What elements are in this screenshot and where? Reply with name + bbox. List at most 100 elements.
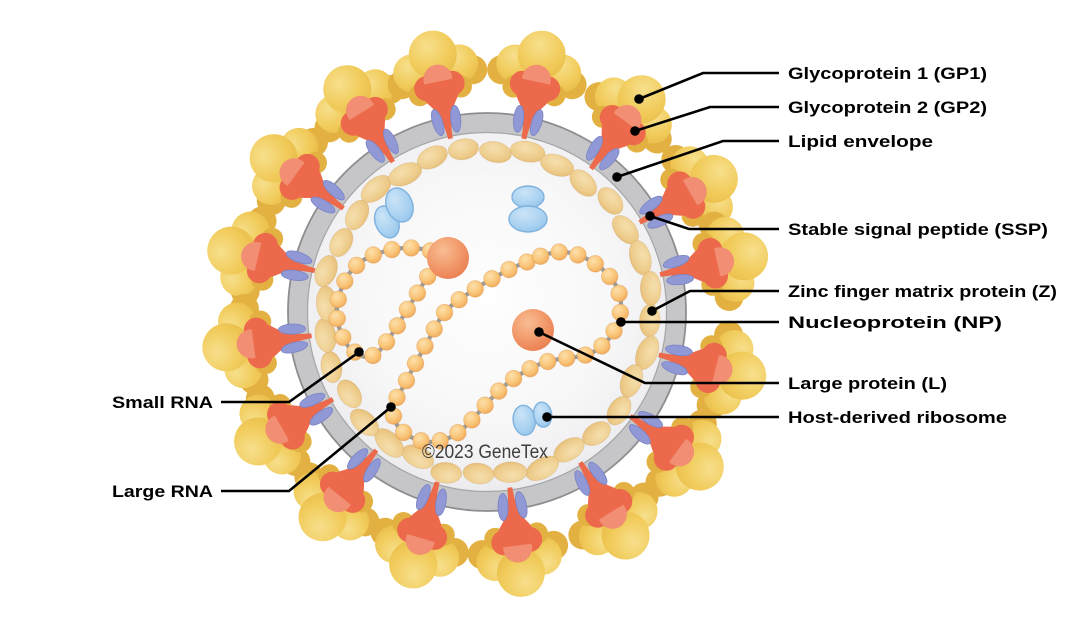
glycoprotein-spike	[659, 211, 769, 311]
ssp-anchor	[647, 213, 674, 229]
np-bead	[476, 396, 494, 415]
np-bead	[394, 423, 413, 442]
leader-lines	[221, 71, 779, 493]
leader-line-gp1	[638, 71, 779, 101]
leader-line-l	[538, 330, 779, 385]
np-bead	[466, 280, 484, 298]
label-np: Nucleoprotein (NP)	[788, 313, 1002, 332]
z-matrix-ellipse	[314, 254, 338, 288]
glycoprotein-spike	[387, 30, 488, 140]
np-bead	[364, 246, 383, 264]
rna-strands	[328, 239, 630, 450]
label-l-protein: Large protein (L)	[788, 374, 947, 393]
glycoprotein-spike	[568, 461, 659, 560]
gp2-stem	[404, 481, 443, 543]
np-bead	[328, 309, 346, 328]
gp2-stem	[578, 461, 625, 520]
z-matrix-ellipse	[336, 379, 363, 409]
glycoprotein-spike	[314, 65, 405, 164]
z-matrix-ellipse	[479, 141, 512, 164]
ssp-anchor	[599, 148, 620, 171]
glycoprotein-spike	[467, 487, 569, 597]
virion: ©2023 GeneTex	[202, 30, 769, 597]
np-bead	[569, 246, 587, 264]
glycoprotein-spike	[249, 127, 345, 216]
label-z-protein: Zinc finger matrix protein (Z)	[788, 282, 1057, 301]
watermark: ©2023 GeneTex	[422, 442, 548, 463]
glycoprotein-spike	[628, 409, 724, 497]
z-matrix-ellipse	[509, 140, 546, 163]
leader-dot-gp2	[630, 126, 640, 136]
leader-line-lipid	[616, 139, 779, 179]
z-matrix-ellipse	[639, 270, 662, 306]
leader-dot-l	[534, 327, 544, 337]
np-bead	[531, 247, 550, 265]
gp2-stem	[421, 78, 459, 140]
np-bead	[377, 333, 396, 351]
np-bead	[383, 240, 401, 259]
ssp-anchor	[415, 484, 431, 511]
ssp-anchor	[529, 109, 544, 137]
ssp-anchor	[383, 128, 399, 155]
gp2-stem	[659, 245, 721, 283]
np-bead	[347, 256, 366, 275]
np-bead	[418, 267, 437, 286]
np-bead	[431, 432, 449, 450]
leader-dot-small-rna	[354, 347, 364, 357]
label-gp2: Glycoprotein 2 (GP2)	[788, 98, 987, 117]
label-small-rna: Small RNA	[112, 393, 213, 412]
np-bead	[489, 382, 508, 400]
ssp-anchor	[639, 195, 663, 215]
leader-dot-np	[616, 317, 626, 327]
np-bead	[388, 317, 407, 335]
label-ribosome: Host-derived ribosome	[788, 408, 1007, 427]
np-bead	[449, 423, 467, 442]
host-ribosome	[373, 187, 414, 239]
gp2-stem	[589, 112, 638, 171]
np-bead	[586, 255, 605, 273]
large-protein-l	[512, 309, 554, 351]
ssp-anchor	[363, 458, 381, 483]
gp2-stem	[628, 414, 687, 463]
gp2-stem	[497, 487, 536, 548]
gp2-stem	[254, 240, 316, 278]
np-bead	[435, 303, 454, 322]
np-bead	[593, 337, 611, 355]
glycoprotein-spike	[658, 320, 767, 420]
ssp-anchor	[450, 104, 462, 133]
leader-dot-z	[647, 306, 657, 316]
ssp-anchor	[285, 250, 313, 265]
ssp-anchor	[322, 180, 345, 201]
leader-dot-gp1	[634, 94, 644, 104]
ssp-anchor	[574, 470, 591, 496]
ribosome-subunit	[511, 185, 545, 209]
ssp-anchor	[513, 105, 525, 133]
np-bead	[398, 300, 417, 319]
label-gp1: Glycoprotein 1 (GP1)	[788, 64, 987, 83]
z-matrix-ellipse	[597, 187, 624, 215]
ssp-anchor	[280, 269, 309, 281]
np-bead	[450, 290, 468, 309]
ribosome-subunit	[508, 205, 548, 233]
glycoprotein-spike	[234, 384, 335, 477]
large-protein-l	[427, 237, 469, 279]
z-matrix-ellipse	[416, 145, 448, 170]
np-bead	[425, 320, 443, 338]
np-bead	[463, 411, 481, 429]
leader-dot-ribosome	[542, 412, 552, 422]
leader-dot-ssp	[645, 211, 655, 221]
z-matrix-ellipse	[539, 153, 575, 177]
label-ssp: Stable signal peptide (SSP)	[788, 220, 1048, 239]
ssp-anchor	[588, 461, 608, 485]
z-matrix-ellipse	[349, 408, 380, 437]
leader-line-small-rna	[221, 350, 360, 404]
glycoprotein-spike	[293, 448, 381, 542]
np-bead	[416, 337, 434, 355]
z-matrix-ellipse	[569, 169, 598, 197]
np-bead	[334, 328, 352, 347]
np-bead	[336, 272, 354, 290]
z-matrix-ellipse	[430, 462, 463, 484]
label-lipid-envelope: Lipid envelope	[788, 132, 933, 151]
gp2-stem	[328, 448, 379, 505]
